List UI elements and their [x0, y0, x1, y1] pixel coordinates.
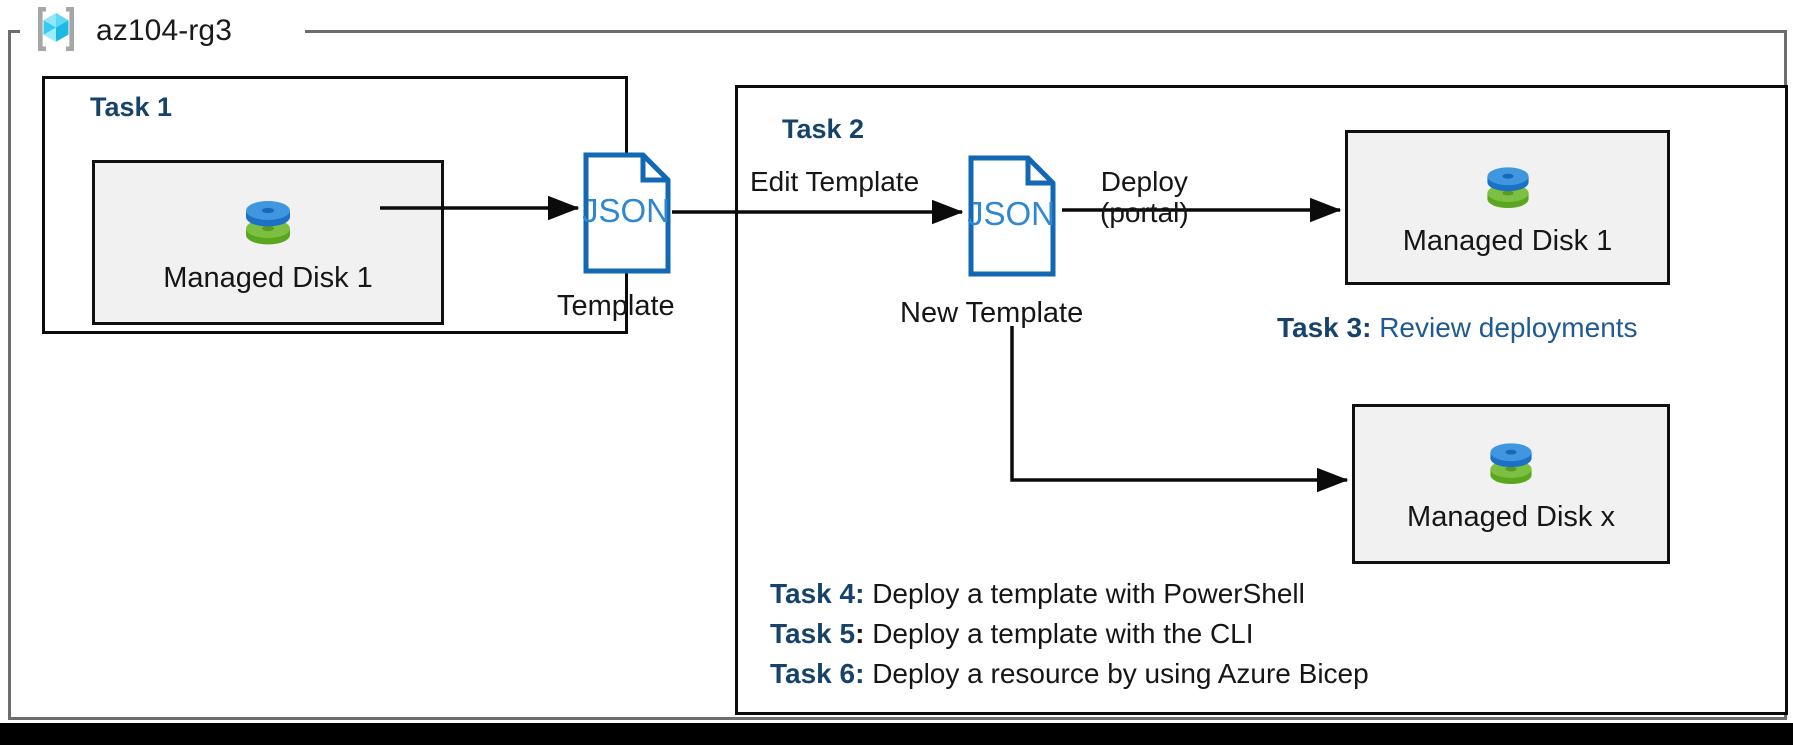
task-1-heading: Task 1 — [90, 92, 173, 122]
resource-card-label: Managed Disk x — [1407, 501, 1615, 533]
managed-disk-icon — [237, 191, 299, 258]
resource-group-title-gap — [20, 20, 305, 36]
resource-card-label: Managed Disk 1 — [1402, 224, 1613, 257]
task-5-key: Task 5: — [770, 618, 864, 649]
task-5-key-colon: : — [855, 618, 865, 649]
managed-disk-icon — [1479, 158, 1537, 221]
task-4-note: Task 4: Deploy a template with PowerShel… — [770, 578, 1305, 610]
task-6-key: Task 6: — [770, 658, 865, 689]
task-6-note: Task 6: Deploy a resource by using Azure… — [770, 658, 1369, 690]
task-5-body: Deploy a template with the CLI — [872, 618, 1254, 649]
resource-card-managed-disk-1-task1[interactable]: Managed Disk 1 — [92, 160, 444, 325]
template-caption-task2: New Template — [900, 297, 1084, 329]
edge-label-deploy-line2: (portal) — [1100, 197, 1189, 229]
task-4-body: Deploy a template with PowerShell — [872, 578, 1305, 609]
template-caption-task1: Template — [557, 290, 675, 322]
svg-text:JSON: JSON — [968, 195, 1055, 232]
resource-group-title: az104-rg3 — [30, 2, 232, 60]
task-4-key: Task 4: — [770, 578, 865, 609]
azure-resource-group-icon — [30, 3, 82, 60]
task-3-body: Review deployments — [1379, 312, 1638, 343]
resource-card-managed-disk-x-task2[interactable]: Managed Disk x — [1352, 404, 1670, 564]
task-5-note: Task 5: Deploy a template with the CLI — [770, 618, 1254, 650]
task-3-note: Task 3: Review deployments — [1277, 312, 1638, 344]
task-3-key: Task 3: — [1277, 312, 1372, 343]
task-5-key-text: Task 5 — [770, 618, 856, 649]
task-6-body: Deploy a resource by using Azure Bicep — [872, 658, 1369, 689]
json-template-document-task1[interactable]: JSON — [582, 152, 671, 279]
edge-label-deploy-line1: Deploy — [1100, 166, 1188, 197]
bottom-black-bar — [0, 723, 1793, 745]
task-2-heading: Task 2 — [782, 114, 865, 144]
resource-card-managed-disk-1-task2[interactable]: Managed Disk 1 — [1345, 130, 1670, 285]
resource-group-name: az104-rg3 — [96, 14, 232, 47]
json-template-document-task2[interactable]: JSON — [967, 155, 1056, 282]
managed-disk-icon — [1482, 434, 1540, 497]
edge-label-deploy-portal: Deploy (portal) — [1100, 166, 1189, 229]
svg-text:JSON: JSON — [583, 192, 670, 229]
resource-card-label: Managed Disk 1 — [163, 261, 373, 294]
edge-label-edit-template: Edit Template — [750, 166, 920, 197]
